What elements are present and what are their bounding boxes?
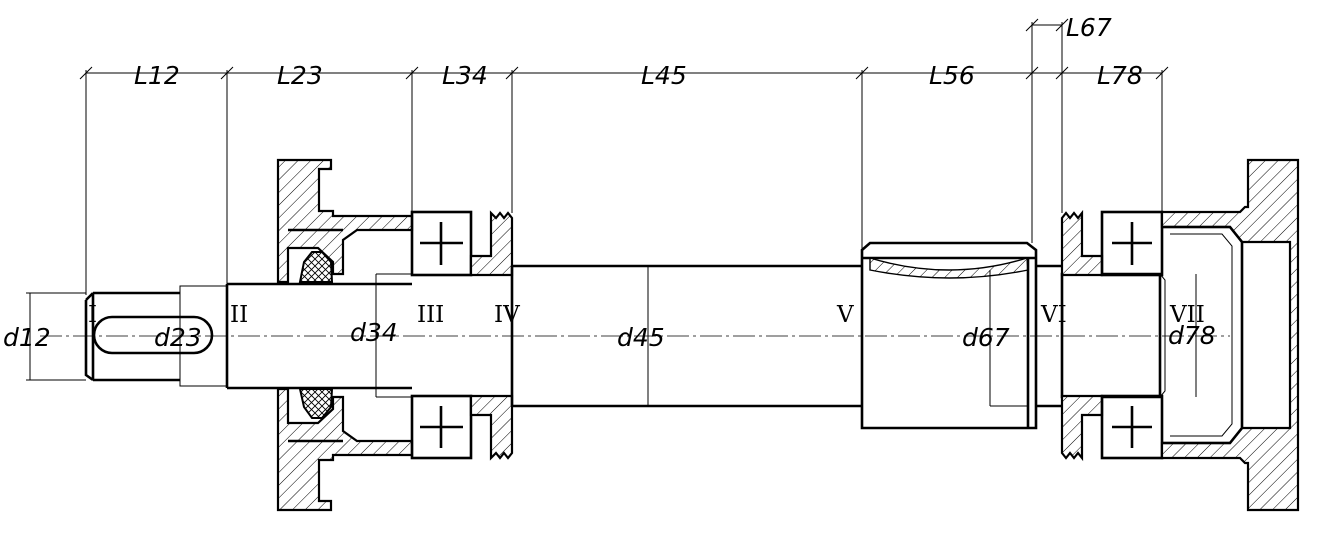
section-vi: VI (1040, 302, 1067, 328)
left-seal (298, 251, 334, 419)
section-ii: II (230, 302, 248, 328)
label-l78: L78 (1097, 61, 1143, 90)
label-d45: d45 (617, 323, 665, 352)
dimension-lines (26, 18, 1197, 407)
label-l56: L56 (929, 61, 975, 90)
label-l34: L34 (442, 61, 488, 90)
section-i: I (88, 302, 97, 328)
shaft (40, 241, 1230, 430)
section-vii: VII (1169, 302, 1205, 328)
label-l67: L67 (1066, 13, 1112, 42)
keyway-slot (92, 315, 214, 355)
right-spacer (1060, 209, 1104, 462)
section-labels: I II III IV V VI VII (88, 302, 1205, 328)
label-d67: d67 (962, 323, 1010, 352)
section-iii: III (417, 302, 444, 328)
left-end-cap (276, 158, 414, 512)
right-end-cap (1160, 158, 1300, 512)
label-l23: L23 (277, 61, 323, 90)
label-d34: d34 (350, 318, 398, 347)
label-l12: L12 (134, 61, 180, 90)
label-d23: d23 (154, 323, 202, 352)
section-v: V (836, 302, 854, 328)
left-spacer (469, 210, 514, 461)
section-iv: IV (494, 302, 520, 328)
right-bearing (1100, 210, 1164, 460)
left-bearing (410, 210, 473, 460)
label-d12: d12 (3, 323, 51, 352)
label-d78: d78 (1168, 321, 1216, 350)
label-l45: L45 (641, 61, 687, 90)
length-labels: L12 L23 L34 L45 L56 L67 L78 (134, 13, 1143, 90)
diameter-labels: d12 d23 d34 d45 d67 d78 (3, 318, 1216, 352)
